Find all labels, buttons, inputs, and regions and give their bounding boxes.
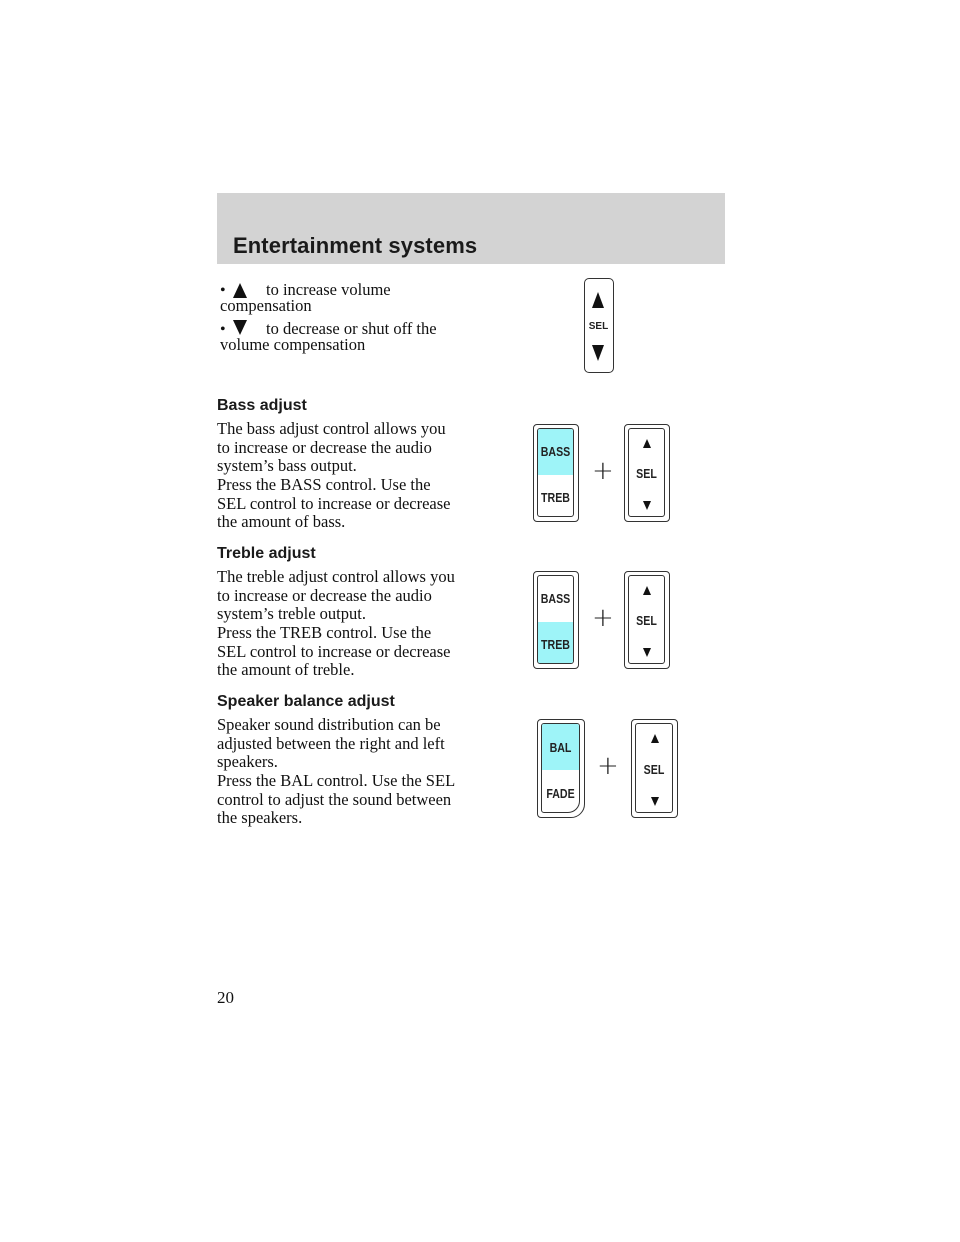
- page-number: 20: [217, 988, 234, 1007]
- text-line: The treble adjust control allows you: [217, 567, 455, 586]
- text-line: system’s treble output.: [217, 604, 366, 623]
- plus-icon: +: [597, 751, 619, 781]
- bullet-text-line1: to increase volume: [266, 280, 391, 299]
- text-line: SEL control to increase or decrease: [217, 641, 451, 661]
- bullet-text-line1: to decrease or shut off the: [266, 319, 437, 338]
- text-line: system’s bass output.: [217, 456, 357, 475]
- text-line: the amount of treble.: [217, 660, 355, 679]
- bass-treb-button: BASS TREB: [533, 424, 579, 522]
- treble-paragraph-1: The treble adjust control allows you to …: [217, 567, 455, 624]
- sel-label: SEL: [636, 467, 657, 481]
- bal-fade-face: BAL FADE: [541, 723, 580, 813]
- sel-button: SEL: [624, 424, 670, 522]
- bal-highlight: [542, 724, 579, 770]
- sel-face: SEL: [628, 575, 665, 664]
- bullet-text-line2: volume compensation: [220, 335, 366, 354]
- sel-face: SEL: [635, 723, 673, 813]
- up-arrow-icon: [643, 439, 651, 448]
- text-line: Press the TREB control. Use the: [217, 623, 432, 642]
- bullet-dot: •: [220, 282, 226, 299]
- text-line: Press the BASS control. Use the: [217, 475, 431, 494]
- fade-label: FADE: [546, 787, 575, 801]
- down-arrow-icon: [592, 345, 604, 361]
- treble-heading: Treble adjust: [217, 545, 316, 562]
- down-arrow-icon: [643, 648, 651, 657]
- down-arrow-icon: [233, 320, 247, 335]
- bal-label: BAL: [549, 741, 572, 755]
- balance-paragraph-1: Speaker sound distribution can be adjust…: [217, 715, 445, 772]
- text-line: to increase or decrease the audio: [217, 585, 432, 605]
- text-line: control to adjust the sound between: [217, 789, 452, 809]
- sel-button: SEL: [631, 719, 678, 818]
- bass-highlight: [538, 429, 573, 475]
- sel-control: SEL: [584, 278, 614, 373]
- plus-icon: +: [592, 603, 614, 633]
- bass-paragraph-1: The bass adjust control allows you to in…: [217, 419, 446, 476]
- section-header-band: Entertainment systems: [217, 193, 725, 264]
- bass-treb-face: BASS TREB: [537, 428, 574, 517]
- text-line: speakers.: [217, 752, 278, 771]
- plus-icon: +: [592, 456, 614, 486]
- treble-paragraph-2: Press the TREB control. Use the SEL cont…: [217, 623, 451, 680]
- up-arrow-icon: [643, 586, 651, 595]
- sel-button: SEL: [624, 571, 670, 669]
- bullet-dot: •: [220, 321, 226, 338]
- up-arrow-icon: [233, 283, 247, 298]
- down-arrow-icon: [651, 797, 659, 806]
- bass-treb-face: BASS TREB: [537, 575, 574, 664]
- sel-label: SEL: [643, 763, 665, 777]
- bass-paragraph-2: Press the BASS control. Use the SEL cont…: [217, 475, 451, 532]
- text-line: the amount of bass.: [217, 512, 346, 531]
- treb-highlight: [538, 622, 573, 663]
- treb-label: TREB: [541, 491, 570, 505]
- text-line: SEL control to increase or decrease: [217, 493, 451, 513]
- sel-face: SEL: [628, 428, 665, 517]
- bass-treb-button: BASS TREB: [533, 571, 579, 669]
- text-line: The bass adjust control allows you: [217, 419, 446, 438]
- text-line: Speaker sound distribution can be: [217, 715, 441, 734]
- treb-label: TREB: [541, 638, 570, 652]
- text-line: Press the BAL control. Use the SEL: [217, 771, 456, 790]
- page-title: Entertainment systems: [233, 233, 478, 258]
- text-line: the speakers.: [217, 808, 303, 827]
- sel-label: SEL: [588, 321, 609, 332]
- bal-fade-button: BAL FADE: [537, 719, 585, 818]
- sel-label: SEL: [636, 614, 657, 628]
- up-arrow-icon: [651, 734, 659, 743]
- balance-heading: Speaker balance adjust: [217, 693, 395, 710]
- balance-paragraph-2: Press the BAL control. Use the SEL contr…: [217, 771, 456, 828]
- bass-heading: Bass adjust: [217, 397, 307, 414]
- text-line: adjusted between the right and left: [217, 733, 445, 753]
- bass-label: BASS: [540, 445, 571, 459]
- down-arrow-icon: [643, 501, 651, 510]
- up-arrow-icon: [592, 292, 604, 308]
- bass-label: BASS: [540, 592, 571, 606]
- bullet-text-line2: compensation: [220, 296, 312, 315]
- text-line: to increase or decrease the audio: [217, 437, 432, 457]
